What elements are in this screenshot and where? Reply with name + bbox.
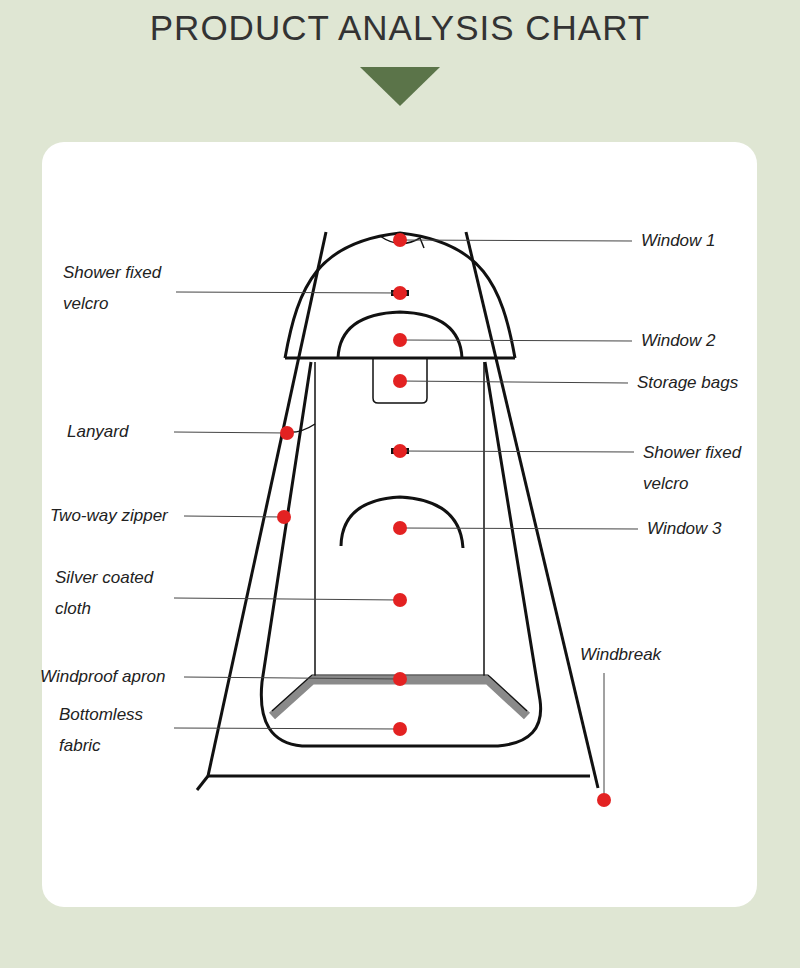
leader-line	[184, 677, 400, 679]
leader-line	[400, 340, 632, 341]
leader-line	[184, 516, 284, 517]
inner-wall-right	[483, 362, 485, 676]
marker-dot	[393, 521, 407, 535]
marker-dot	[393, 722, 407, 736]
leader-lines	[174, 240, 638, 798]
marker-dot	[393, 374, 407, 388]
part-label: Window 1	[641, 225, 716, 256]
leader-line	[400, 451, 634, 452]
marker-dot	[393, 672, 407, 686]
tent-pole-right	[466, 232, 598, 788]
marker-dot	[393, 444, 407, 458]
marker-dot	[393, 593, 407, 607]
marker-dot	[393, 286, 407, 300]
marker-dot	[277, 510, 291, 524]
dome-seam	[285, 357, 515, 360]
tent-frame	[197, 232, 598, 790]
marker-dot	[280, 426, 294, 440]
tent-pole-left	[208, 232, 326, 776]
storage-bag	[373, 358, 427, 403]
tent-foot	[197, 776, 208, 790]
leader-line	[400, 381, 628, 383]
part-label: Storage bags	[637, 367, 738, 398]
part-label: Window 3	[647, 513, 722, 544]
inner-wall	[285, 236, 484, 676]
part-label: Shower fixed velcro	[63, 257, 183, 319]
leader-line	[400, 240, 632, 241]
marker-dot	[393, 333, 407, 347]
part-label: Windproof apron	[40, 661, 166, 692]
marker-dot	[393, 233, 407, 247]
leader-line	[400, 528, 638, 529]
tent-base	[208, 775, 590, 778]
inner-wall-left	[314, 362, 316, 676]
part-label: Shower fixed velcro	[643, 437, 763, 499]
part-label: Lanyard	[67, 416, 128, 447]
part-label: Bottomless fabric	[59, 699, 169, 761]
window-2	[338, 312, 462, 358]
leader-line	[174, 728, 400, 729]
door-outline	[261, 362, 540, 746]
window-3	[341, 497, 463, 548]
leader-line	[174, 432, 287, 433]
leader-line	[604, 673, 605, 798]
part-label: Windbreak	[580, 639, 661, 670]
marker-dot	[597, 793, 611, 807]
part-label: Window 2	[641, 325, 716, 356]
chart-title: PRODUCT ANALYSIS CHART	[0, 8, 800, 48]
leader-line	[176, 292, 400, 293]
part-label: Silver coated cloth	[55, 562, 175, 624]
pointer-triangle	[360, 67, 440, 106]
part-label: Two-way zipper	[50, 500, 168, 531]
marker-dots	[277, 233, 611, 807]
leader-line	[174, 598, 400, 600]
